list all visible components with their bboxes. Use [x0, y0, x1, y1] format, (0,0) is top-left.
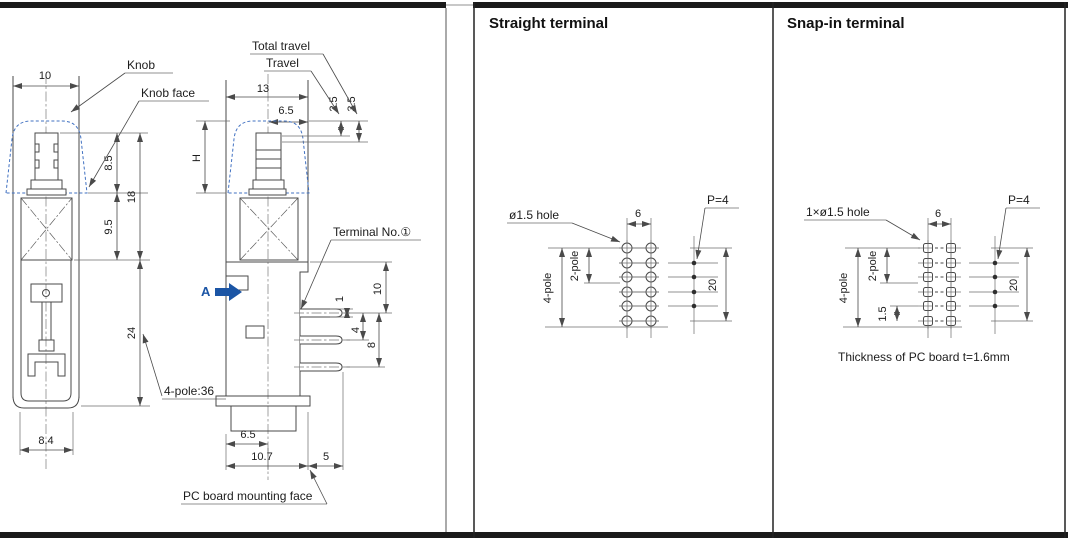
straight-terminal-title: Straight terminal — [489, 15, 608, 32]
straight-pole2-label: 2-pole — [569, 251, 581, 282]
pole-note-label: 4-pole:36 — [164, 384, 214, 398]
knob-face-label: Knob face — [141, 86, 195, 100]
dim-front-lower: 9.5 — [103, 219, 115, 234]
terminal-pins — [294, 308, 350, 372]
dim-side-h: H — [191, 154, 203, 162]
straight-pitch-x: 6 — [635, 208, 641, 220]
straight-hole-label: ø1.5 hole — [509, 208, 559, 222]
knob-outline-side — [227, 120, 310, 194]
dim-front-body-h: 24 — [126, 327, 138, 339]
snapin-pitch-y: P=4 — [1008, 193, 1030, 207]
travel-label: Travel — [266, 56, 299, 70]
dim-travel-25: 2.5 — [328, 96, 340, 111]
dim-side-knob-off: 6.5 — [278, 105, 293, 117]
snapin-hole-grid — [918, 240, 961, 329]
pc-board-label: PC board mounting face — [183, 489, 313, 503]
snapin-pole4-label: 4-pole — [838, 273, 850, 304]
snapin-span: 20 — [1008, 279, 1020, 291]
straight-terminal-panel: 4-pole 2-pole 6 ø1.5 hole 20 P=4 — [507, 193, 739, 338]
total-travel-label: Total travel — [252, 39, 310, 53]
straight-pitch-y: P=4 — [707, 193, 729, 207]
dim-front-base-w: 8.4 — [38, 435, 53, 447]
dim-front-upper: 8.5 — [103, 155, 115, 170]
side-view: 13 6.5 H 2.5 3.5 Total travel Travel — [181, 39, 421, 505]
dim-travel-35: 3.5 — [346, 96, 358, 111]
snapin-pad-column — [969, 236, 1033, 334]
straight-pad-column — [668, 236, 732, 334]
front-view: 10 8.5 9.5 18 24 — [5, 58, 226, 470]
straight-pole4-label: 4-pole — [542, 273, 554, 304]
dim-side-width: 13 — [257, 83, 269, 95]
snapin-terminal-title: Snap-in terminal — [787, 15, 905, 32]
top-rule-right — [473, 2, 1068, 8]
dim-foot: 6.5 — [240, 429, 255, 441]
snapin-gap: 1.5 — [877, 306, 889, 321]
straight-span: 20 — [707, 279, 719, 291]
dim-front-total-h: 18 — [126, 191, 138, 203]
knob-label: Knob — [127, 58, 155, 72]
snapin-pitch-x: 6 — [935, 208, 941, 220]
dim-depth: 10.7 — [251, 451, 272, 463]
dim-pin-pitch: 4 — [350, 327, 362, 333]
terminal-no-label: Terminal No.① — [333, 225, 411, 239]
view-a-arrow-icon — [215, 283, 242, 301]
view-a-label: A — [201, 284, 211, 299]
knob-outline-front — [5, 120, 88, 194]
bottom-rule — [0, 532, 1068, 538]
top-rule-left — [0, 2, 446, 8]
snapin-terminal-panel: 4-pole 2-pole 1.5 6 1×ø1.5 hole 20 — [804, 193, 1040, 364]
dim-pin-thickness: 1 — [334, 296, 346, 302]
dim-pin-span: 8 — [366, 342, 378, 348]
snapin-hole-label: 1×ø1.5 hole — [806, 205, 870, 219]
dim-pin-top: 10 — [372, 283, 384, 295]
snapin-pole2-label: 2-pole — [867, 251, 879, 282]
straight-hole-grid — [619, 240, 659, 329]
dim-front-width: 10 — [39, 70, 51, 82]
pc-board-thickness-note: Thickness of PC board t=1.6mm — [838, 350, 1010, 364]
dim-pin-len: 5 — [323, 451, 329, 463]
